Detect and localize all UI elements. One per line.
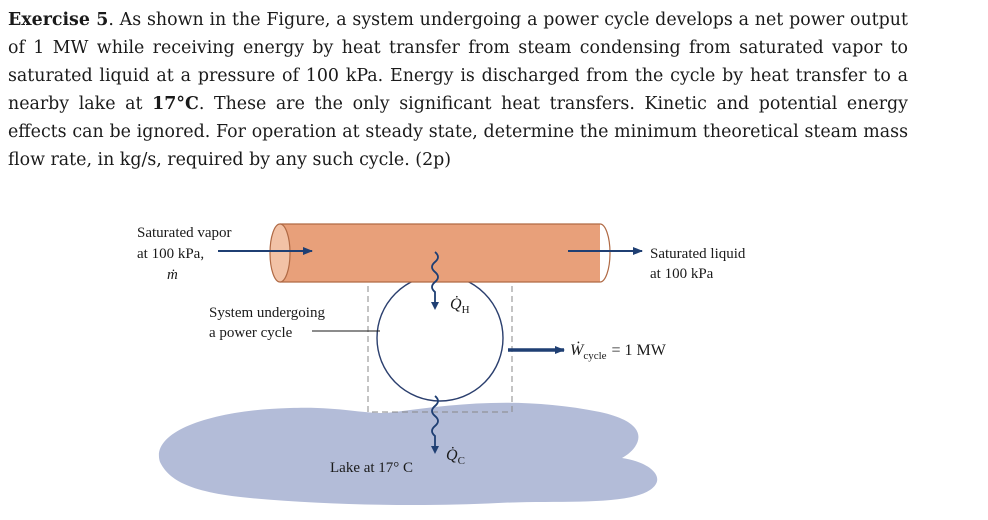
problem-statement: Exercise 5. As shown in the Figure, a sy… xyxy=(8,6,908,174)
exercise-label: Exercise 5 xyxy=(8,10,109,30)
q-cold-label: Q̇C xyxy=(446,446,465,467)
q-hot-label: Q̇H xyxy=(450,295,470,316)
lake-shape xyxy=(158,402,658,506)
inlet-label-line1: Saturated vapor xyxy=(137,225,232,241)
outlet-label-line2: at 100 kPa xyxy=(650,266,714,282)
lake-temperature: 17°C xyxy=(152,94,199,114)
system-label-line1: System undergoing xyxy=(209,305,325,321)
problem-text-end: . These are the only significant heat tr… xyxy=(8,94,908,170)
steam-pipe xyxy=(269,223,611,283)
lake-label: Lake at 17° C xyxy=(330,460,413,476)
work-label: Ẇcycle= 1 MW xyxy=(570,341,667,362)
mass-flow-symbol: ṁ xyxy=(167,267,178,283)
q-hot-arrow xyxy=(431,251,439,310)
power-cycle-circle xyxy=(376,274,504,402)
problem-text: . As shown in the Figure, a system under… xyxy=(8,10,908,114)
system-label-line2: a power cycle xyxy=(209,325,293,341)
inlet-label-line2: at 100 kPa, xyxy=(137,246,204,262)
q-cold-arrow xyxy=(431,395,439,454)
outlet-label-line1: Saturated liquid xyxy=(650,246,746,262)
system-boundary xyxy=(367,269,513,413)
